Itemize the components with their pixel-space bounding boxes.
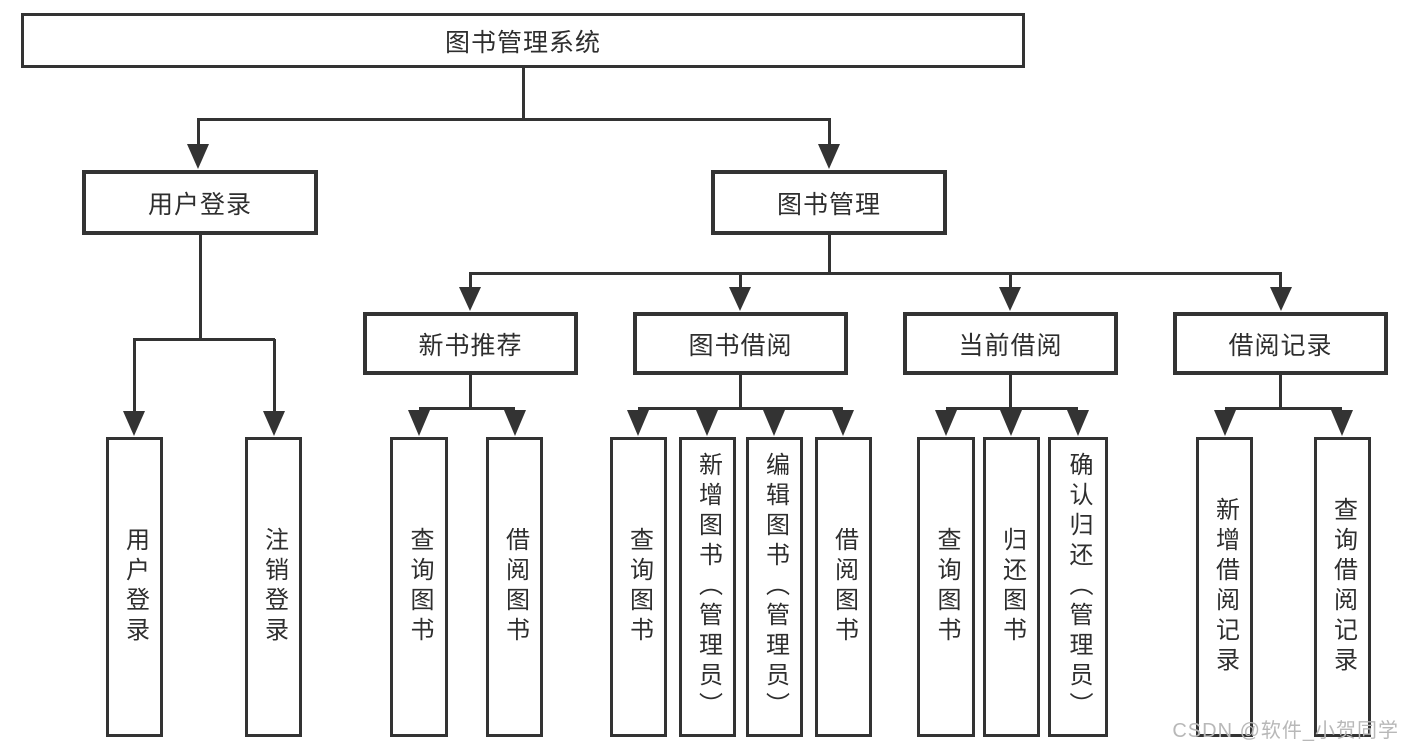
leaf-borrowing-edit-books-admin: 编辑图书（管理员） xyxy=(746,437,803,737)
leaf-logout-login: 注销登录 xyxy=(245,437,302,737)
node-book-management: 图书管理 xyxy=(711,170,947,235)
node-current-borrowing: 当前借阅 xyxy=(903,312,1118,375)
leaf-current-return-books: 归还图书 xyxy=(983,437,1040,737)
leaf-borrowing-borrow-books: 借阅图书 xyxy=(815,437,872,737)
leaf-recommend-borrow-books: 借阅图书 xyxy=(486,437,543,737)
node-library-management-system: 图书管理系统 xyxy=(21,13,1025,68)
leaf-current-confirm-return-admin: 确认归还（管理员） xyxy=(1048,437,1108,737)
node-borrowing-records: 借阅记录 xyxy=(1173,312,1388,375)
node-book-borrowing: 图书借阅 xyxy=(633,312,848,375)
node-new-book-recommendation: 新书推荐 xyxy=(363,312,578,375)
node-user-login: 用户登录 xyxy=(82,170,318,235)
leaf-user-login: 用户登录 xyxy=(106,437,163,737)
leaf-recommend-query-books: 查询图书 xyxy=(390,437,448,737)
leaf-records-query-borrow-record: 查询借阅记录 xyxy=(1314,437,1371,737)
leaf-records-add-borrow-record: 新增借阅记录 xyxy=(1196,437,1253,737)
csdn-watermark: CSDN @软件_小贺同学 xyxy=(1172,720,1399,742)
leaf-borrowing-query-books: 查询图书 xyxy=(610,437,667,737)
leaf-borrowing-add-books-admin: 新增图书（管理员） xyxy=(679,437,736,737)
leaf-current-query-books: 查询图书 xyxy=(917,437,975,737)
